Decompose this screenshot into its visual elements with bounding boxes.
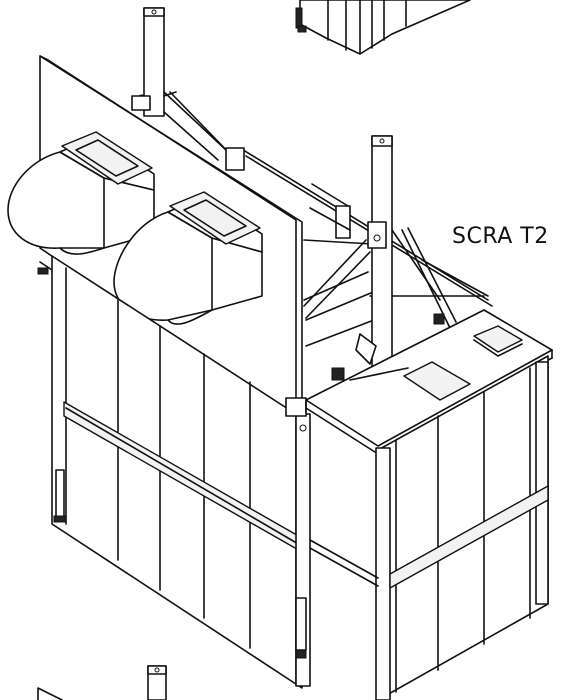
hood-unit-right [113, 191, 263, 325]
hood-unit-left [7, 131, 155, 275]
callout-label: SCRA T2 [452, 224, 549, 249]
right-support-post [303, 135, 441, 367]
top-frame-rails [163, 91, 493, 347]
cabinet-side-face [309, 355, 549, 700]
upper-neighbor-unit [295, 0, 471, 55]
lower-neighbor-unit [37, 665, 167, 700]
left-support-post [131, 7, 177, 117]
cabinet-corner-post [285, 397, 311, 687]
